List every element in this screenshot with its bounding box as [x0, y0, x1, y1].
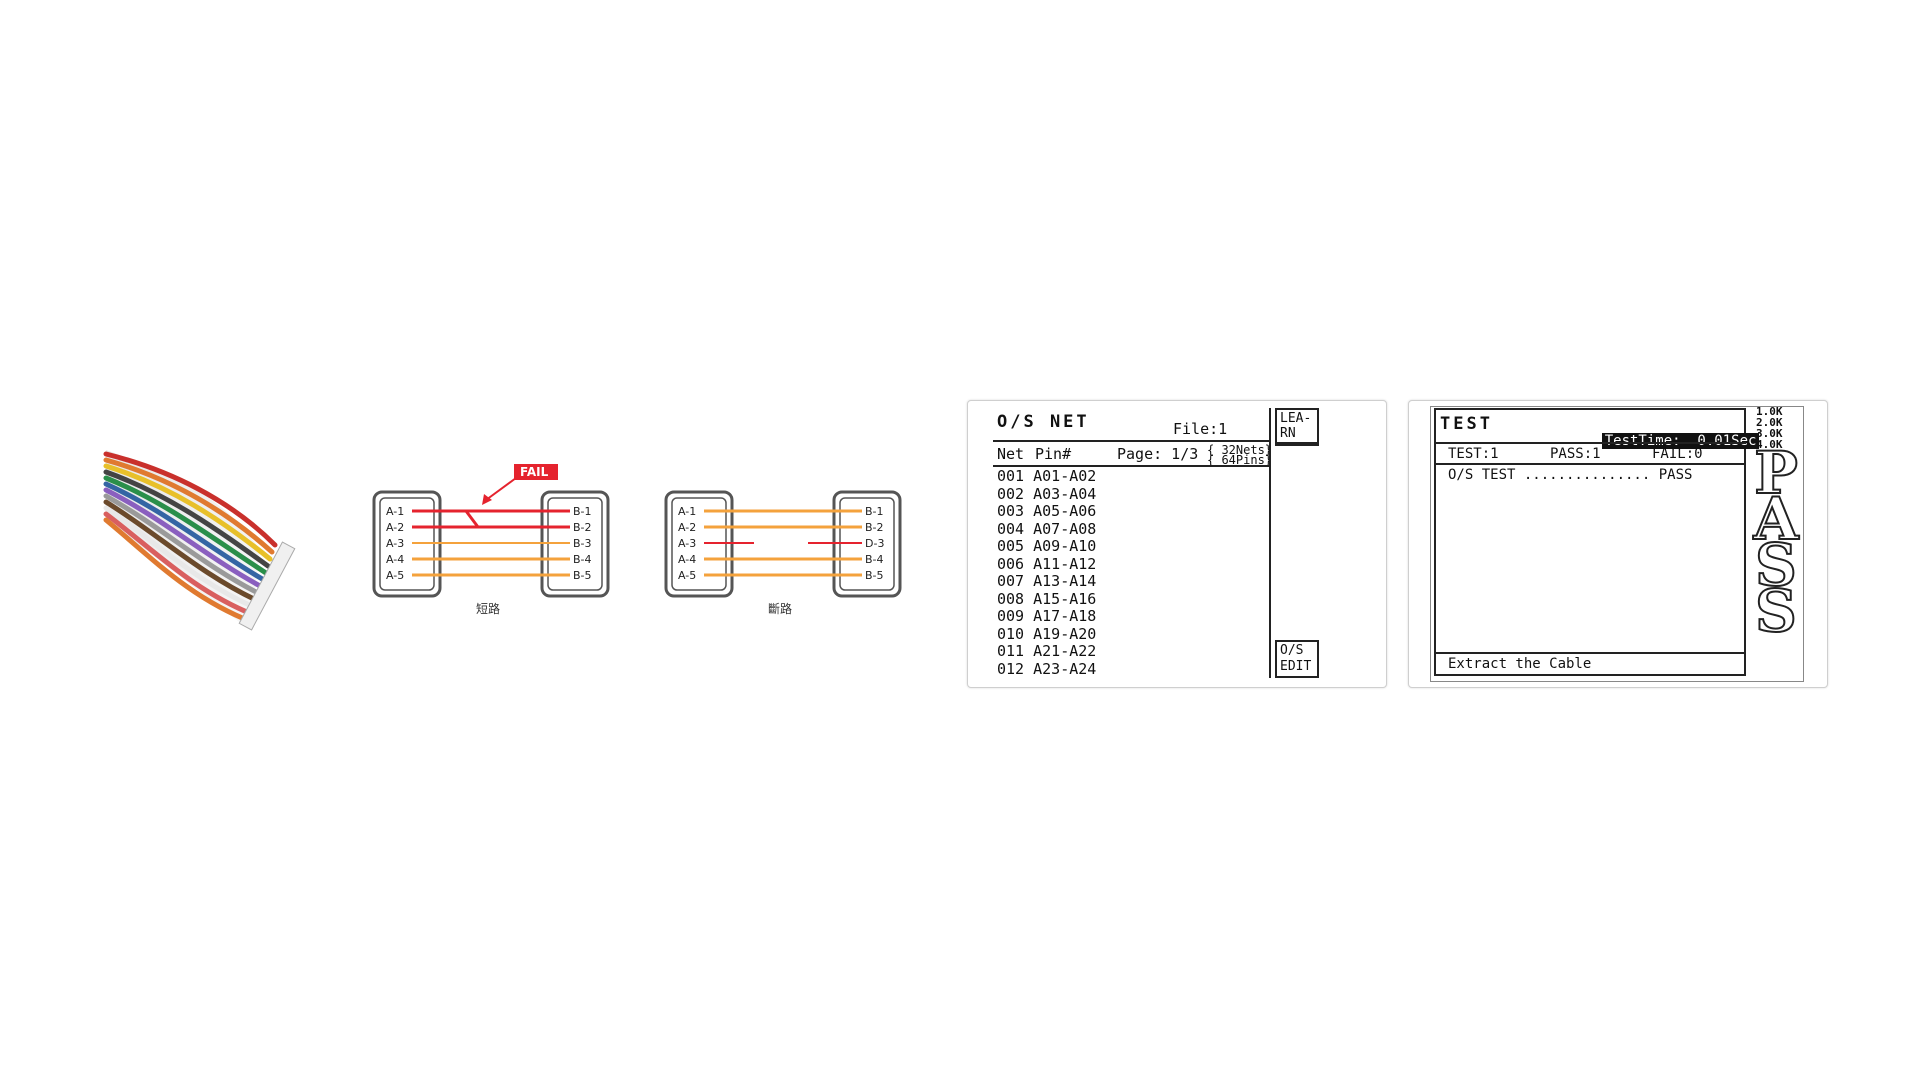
scale-label: 3.0K [1756, 427, 1783, 440]
right-pin-label: B-3 [573, 537, 592, 550]
left-pin-label: A-5 [678, 569, 696, 582]
learn-button[interactable]: LEA- RN [1275, 408, 1319, 446]
right-pin-label: B-4 [865, 553, 884, 566]
page-indicator: Page: 1/3 [1117, 445, 1199, 463]
list-item[interactable]: 002 A03-A04 [997, 484, 1097, 503]
right-pin-label: B-5 [573, 569, 592, 582]
scale-label: 1.0K [1756, 405, 1783, 418]
os-net-title: O/S NET [997, 412, 1090, 432]
list-item[interactable]: 010 A19-A20 [997, 624, 1097, 643]
fail-count: FAIL:0 [1652, 446, 1703, 462]
fail-badge [514, 464, 558, 480]
right-pin-label: B-2 [573, 521, 592, 534]
left-pin-label: A-5 [386, 569, 404, 582]
list-item[interactable]: 012 A23-A24 [997, 659, 1097, 678]
right-pin-label: D-3 [865, 537, 884, 550]
diagram-caption: 短路 [476, 601, 500, 616]
test-count: TEST:1 [1448, 446, 1499, 462]
right-pin-label: B-5 [865, 569, 884, 582]
file-label: File:1 [1173, 420, 1228, 438]
scale-label: 4.0K [1756, 438, 1783, 451]
left-pin-label: A-2 [678, 521, 696, 534]
fail-arrow [485, 477, 517, 501]
list-item[interactable]: 005 A09-A10 [997, 537, 1097, 555]
diagram-caption: 斷路 [768, 601, 792, 616]
right-pin-label: B-1 [865, 505, 884, 518]
left-pin-label: A-4 [678, 553, 696, 566]
short-circuit-diagram: A-1 A-2 A-3 A-4 A-5 B-1 B-2 B-3 B-4 B-5 … [372, 464, 610, 616]
status-message: Extract the Cable [1448, 656, 1592, 672]
list-item[interactable]: 007 A13-A14 [997, 572, 1097, 590]
cable-photo [103, 450, 296, 631]
right-pin-label: B-2 [865, 521, 884, 534]
os-test-result-line: O/S TEST ............... PASS [1448, 467, 1693, 483]
left-pin-label: A-4 [386, 553, 404, 566]
list-item[interactable]: 004 A07-A08 [997, 519, 1097, 538]
list-item[interactable]: 011 A21-A22 [997, 642, 1097, 660]
open-circuit-diagram: A-1 A-2 A-3 A-4 A-5 B-1 B-2 D-3 B-4 B-5 … [664, 490, 902, 616]
left-pin-label: A-1 [386, 505, 404, 518]
nets-count: { 32Nets} [1207, 443, 1273, 457]
left-pin-label: A-3 [386, 537, 404, 550]
left-pin-label: A-3 [678, 537, 696, 550]
fail-label: FAIL [520, 465, 549, 479]
list-item[interactable]: 001 A01-A02 [997, 467, 1097, 485]
pass-letter: S [1754, 531, 1798, 599]
test-screen: TEST TestTime: 0.01Sec TEST:1 PASS:1 FAI… [1408, 400, 1826, 686]
list-item[interactable]: 009 A17-A18 [997, 607, 1097, 625]
os-edit-button[interactable]: O/S EDIT [1275, 640, 1319, 678]
list-item[interactable]: 008 A15-A16 [997, 589, 1097, 608]
os-net-screen: O/S NET File:1 Net Pin# Page: 1/3 { 32Ne… [967, 400, 1385, 686]
pass-count: PASS:1 [1550, 446, 1601, 462]
net-list: 001 A01-A02 002 A03-A04 003 A05-A06 004 … [997, 467, 1097, 678]
pass-letter: A [1752, 485, 1799, 553]
test-title: TEST [1440, 414, 1493, 434]
scale-label: 2.0K [1756, 416, 1783, 429]
pass-letter: P [1753, 439, 1799, 507]
list-item[interactable]: 006 A11-A12 [997, 554, 1097, 573]
net-column-header: Net [997, 445, 1025, 463]
left-pin-label: A-2 [386, 521, 404, 534]
pass-letter: S [1754, 577, 1798, 645]
left-pin-label: A-1 [678, 505, 696, 518]
right-pin-label: B-1 [573, 505, 592, 518]
test-time: TestTime: 0.01Sec [1568, 416, 1760, 467]
pins-count: { 64Pins} [1207, 453, 1273, 467]
pin-column-header: Pin# [1035, 445, 1072, 463]
right-pin-label: B-4 [573, 553, 592, 566]
list-item[interactable]: 003 A05-A06 [997, 502, 1097, 520]
